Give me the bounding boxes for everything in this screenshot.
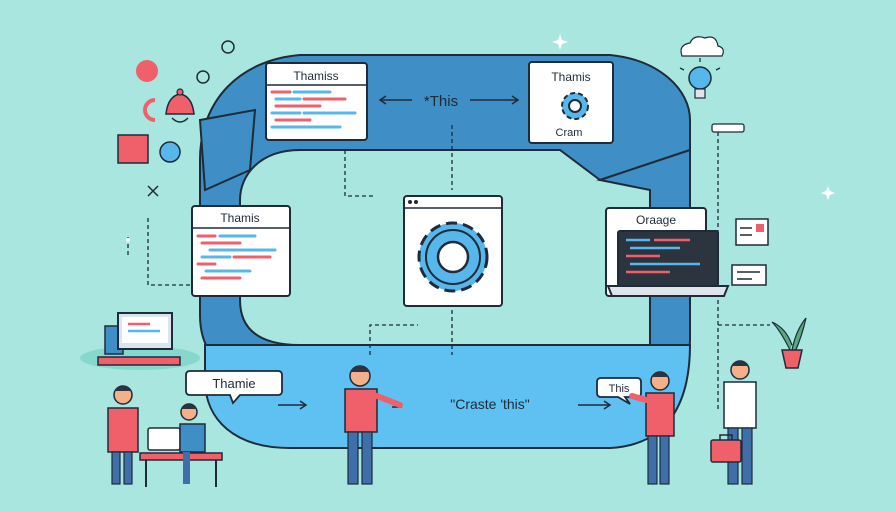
blue-dot-icon <box>159 141 181 163</box>
speech-bubble-right-text: This <box>609 383 630 395</box>
lightbulb-icon <box>679 58 721 99</box>
desktop-monitor-icon <box>80 312 200 370</box>
loop-lower-band <box>204 344 692 449</box>
person-with-briefcase <box>710 360 757 485</box>
bottom-connector <box>278 400 612 410</box>
code-lines <box>196 234 277 280</box>
person-presenting <box>344 365 403 485</box>
gear-window-caption: Cram <box>556 127 583 139</box>
code-lines <box>270 90 357 129</box>
code-window-top-left-title: Thamiss <box>293 69 338 83</box>
red-card-icon <box>117 134 149 164</box>
top-connector-label: *This <box>424 93 458 110</box>
refresh-icon <box>143 98 156 122</box>
code-window-mid-left: Thamis <box>191 205 291 297</box>
speech-bubble-right: This <box>596 377 642 405</box>
code-window-top-left: Thamiss <box>265 62 368 141</box>
person-pointing <box>629 371 675 485</box>
top-connector <box>378 95 520 105</box>
speech-bubble-left-text: Thamie <box>212 376 255 391</box>
laptop-icon <box>606 230 730 297</box>
sparkles <box>126 34 835 242</box>
laptop-window-title: Oraage <box>636 213 676 227</box>
plant-icon <box>771 317 807 369</box>
code-window-mid-left-title: Thamis <box>220 211 259 225</box>
gear-icon <box>417 221 489 293</box>
person-standing-left <box>107 385 139 485</box>
gear-icon <box>561 92 589 120</box>
lamp-icon <box>165 88 195 123</box>
laptop-window-right: Oraage <box>605 207 730 297</box>
cloud-icon <box>680 36 724 57</box>
central-settings-window <box>403 195 503 307</box>
gear-window-top-right: Thamis Cram <box>528 61 614 144</box>
bottom-connector-label: "Craste 'this" <box>450 396 530 412</box>
loop-left-notch <box>198 108 257 192</box>
briefcase-icon <box>710 434 742 463</box>
desk-with-laptop <box>139 427 223 487</box>
left-decorations <box>117 40 235 197</box>
red-dot-icon <box>136 60 158 82</box>
speech-bubble-left: Thamie <box>185 370 283 405</box>
laptop-icon <box>147 427 181 451</box>
gear-window-title: Thamis <box>551 70 590 84</box>
close-icon <box>147 185 159 197</box>
person-seated <box>179 403 206 484</box>
card-icons <box>711 123 769 286</box>
